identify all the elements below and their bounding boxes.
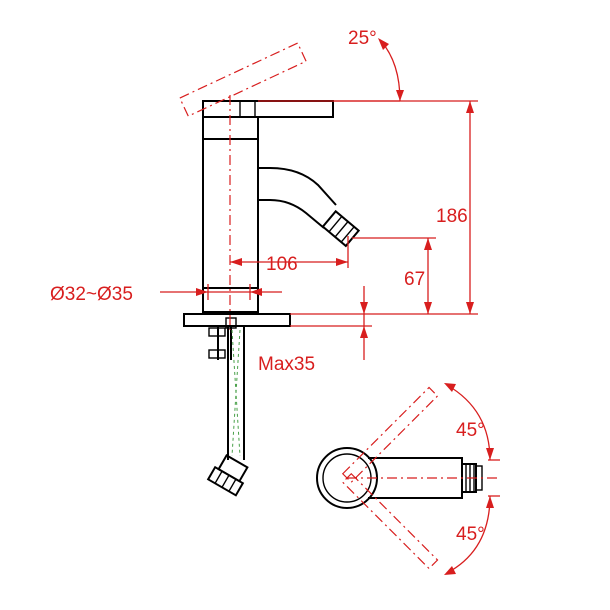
label-handle-angle: 25°: [348, 28, 377, 49]
label-hole-diameter: Ø32~Ø35: [50, 284, 133, 305]
dim-rotation: 45° 45°: [341, 383, 500, 575]
supply-hose: [206, 326, 249, 497]
label-rotation-upper: 45°: [456, 420, 485, 441]
faucet-side-view: [183, 100, 361, 360]
dim-reach: 106: [230, 236, 349, 275]
spout: [258, 167, 337, 229]
label-height: 186: [436, 206, 468, 227]
handle-lever: [202, 100, 334, 118]
base-collar: [202, 287, 259, 313]
dim-handle-angle: 25°: [179, 28, 404, 117]
label-rotation-lower: 45°: [456, 524, 485, 545]
label-reach: 106: [266, 254, 298, 275]
label-max-thickness: Max35: [258, 354, 315, 375]
dim-height: 186: [290, 100, 478, 315]
base-plate: [183, 313, 291, 327]
faucet-top-view: [316, 447, 483, 509]
dim-hole-diameter: Ø32~Ø35: [50, 284, 282, 305]
dim-spout-height: 67: [352, 237, 436, 314]
label-spout-height: 67: [404, 269, 425, 290]
dim-max-thickness: Max35: [258, 286, 372, 375]
aerator: [321, 209, 361, 248]
